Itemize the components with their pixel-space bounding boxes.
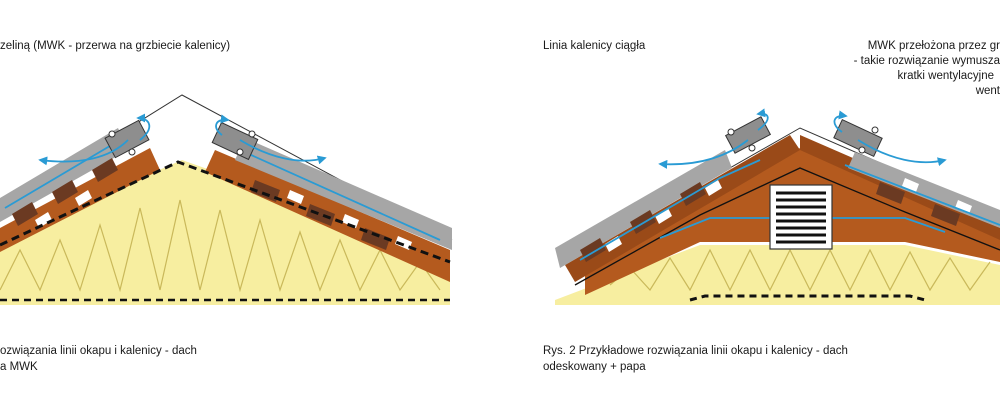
airflow-arrow-icon bbox=[38, 139, 129, 166]
airflow-arrow-icon bbox=[756, 108, 769, 131]
figure2-membrane bbox=[574, 167, 1000, 286]
figure1-roof-section bbox=[0, 94, 453, 305]
airflow-arrow-icon bbox=[857, 139, 947, 167]
figure2-caption-line-2: odeskowany + papa bbox=[543, 361, 646, 373]
figure1-insulation-zigzag bbox=[0, 199, 441, 293]
figure1-caption-line-1: ozwiązania linii okapu i kalenicy - dach bbox=[0, 345, 197, 357]
figure2-right-counter-battens bbox=[902, 178, 972, 214]
figure1-left-counter-battens bbox=[35, 190, 92, 228]
ridge-clip-icon bbox=[211, 121, 259, 161]
airflow-arrow-icon bbox=[239, 139, 327, 165]
figure2-note-line-1: MWK przełożona przez gr bbox=[867, 40, 1000, 52]
airflow-arrow-icon bbox=[658, 139, 749, 169]
vent-grille-icon bbox=[769, 184, 833, 250]
figure1-membrane bbox=[0, 160, 451, 264]
figure1-right-battens bbox=[251, 180, 390, 250]
figure2-left-counter-battens bbox=[605, 180, 722, 252]
figure1-left-battens bbox=[12, 158, 118, 226]
ridge-clip-icon bbox=[833, 118, 883, 158]
figure1-left-airflow-line bbox=[4, 139, 121, 209]
figure1-right-counter-battens bbox=[287, 190, 412, 250]
figure1-left-tiles bbox=[0, 128, 128, 222]
figure2-note-line-3: kratki wentylacyjne bbox=[897, 70, 994, 82]
figure1-right-airflow-line bbox=[239, 149, 441, 241]
figure2-insulation-zigzag bbox=[609, 248, 991, 292]
airflow-arrow-icon bbox=[136, 113, 151, 141]
figure1-caption-line-2: a MWK bbox=[0, 361, 38, 373]
ridge-clip-icon bbox=[104, 119, 150, 159]
figure2-note-line-4: went bbox=[975, 85, 1000, 97]
figure2-right-airflow-line bbox=[844, 164, 1000, 226]
figure1-top-label: zeliną (MWK - przerwa na grzbiecie kalen… bbox=[0, 40, 231, 52]
airflow-arrow-icon bbox=[833, 110, 848, 133]
figure2-top-label: Linia kalenicy ciągła bbox=[543, 40, 646, 52]
figure1-right-tiles bbox=[235, 138, 452, 250]
figure2-left-slope-timber bbox=[565, 135, 800, 282]
figure2-right-battens bbox=[876, 182, 960, 226]
figure2-caption-line-1: Rys. 2 Przykładowe rozwiązania linii oka… bbox=[543, 345, 848, 357]
airflow-arrow-icon bbox=[215, 114, 230, 136]
figure2-left-airflow-line bbox=[579, 159, 761, 261]
figure2-note-line-2: - takie rozwiązanie wymusza bbox=[853, 55, 1000, 67]
figure2-bottom-dash bbox=[689, 294, 926, 302]
figure1-insulation bbox=[0, 160, 450, 305]
figure2-roof-section bbox=[555, 108, 1000, 305]
ridge-clip-icon bbox=[724, 116, 772, 154]
